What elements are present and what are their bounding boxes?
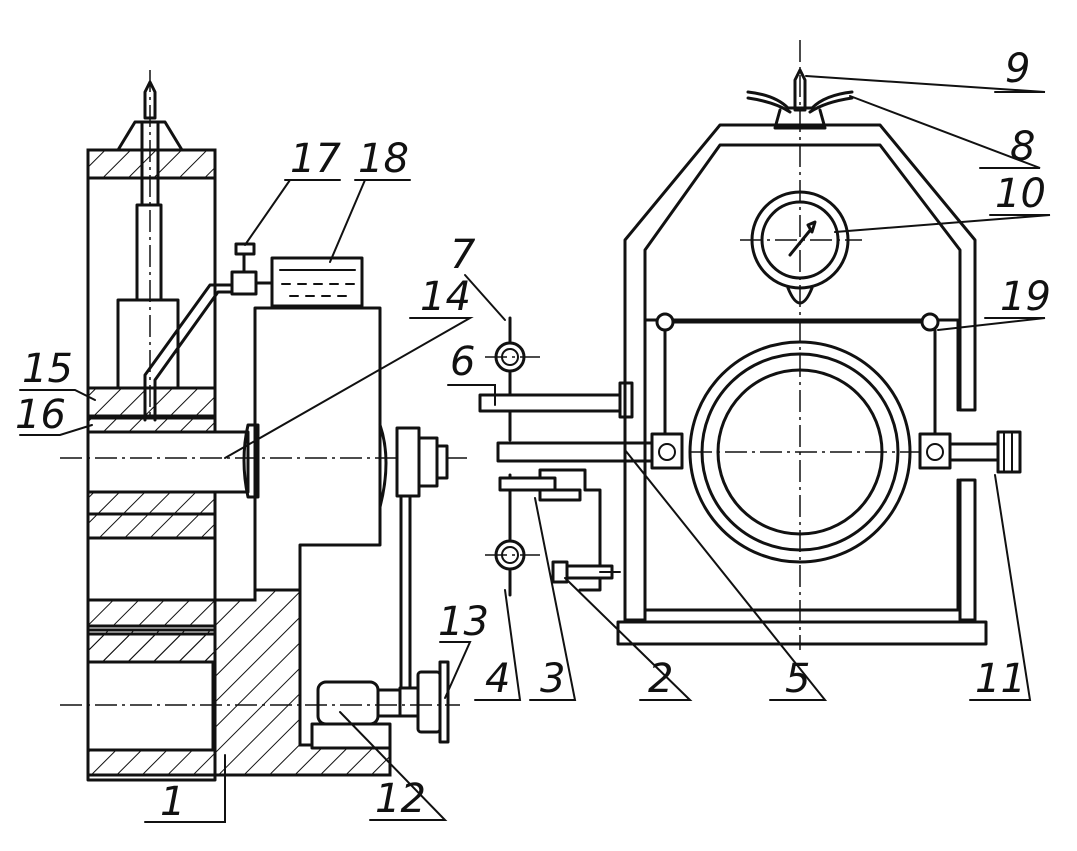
- top-cap: [86, 148, 217, 180]
- top-spindle: [143, 80, 157, 120]
- label-19: 19: [1000, 274, 1051, 320]
- label-17: 17: [290, 136, 341, 182]
- upper-pulley: [395, 426, 421, 498]
- part-labels: 1 2 3 4 5 6 7 8 9 10 11 12 13 14 15 16 1…: [15, 46, 1051, 825]
- label-7: 7: [450, 232, 476, 278]
- label-3: 3: [540, 656, 565, 702]
- bottom-cavity: [86, 660, 215, 752]
- headstock-body: [253, 306, 382, 592]
- label-11: 11: [975, 656, 1026, 702]
- indicator-assembly: [478, 316, 660, 597]
- ring-lower-2: [86, 512, 217, 540]
- oil-system: [143, 242, 364, 422]
- label-13: 13: [438, 599, 489, 645]
- oil-tank-18: [270, 256, 364, 308]
- ring-lower-1: [86, 490, 217, 516]
- label-12: 12: [375, 776, 426, 822]
- piston-rod: [135, 203, 163, 302]
- ring-15: [86, 386, 217, 418]
- motor-12: [316, 680, 380, 726]
- arm-6: [478, 393, 622, 413]
- left-housing: [86, 70, 392, 782]
- valve-17: [230, 270, 258, 296]
- label-14: 14: [420, 274, 471, 320]
- lever-5: [496, 441, 660, 463]
- pivot-left: [650, 432, 684, 470]
- label-10: 10: [995, 171, 1046, 217]
- label-5: 5: [785, 656, 810, 702]
- ring-lower-4: [86, 632, 217, 664]
- shaft-flange: [242, 423, 260, 499]
- main-shaft: [86, 430, 250, 494]
- label-18: 18: [358, 136, 409, 182]
- shaft-11: [948, 442, 1000, 462]
- screw-9: [793, 68, 807, 112]
- nut-11: [996, 430, 1022, 474]
- handle-8: [746, 90, 854, 110]
- frame-base: [616, 620, 988, 646]
- pivot-right: [918, 432, 952, 470]
- label-2: 2: [648, 656, 673, 702]
- ring-lower-3: [86, 598, 217, 628]
- right-frame: [616, 40, 1022, 650]
- dial-gauge-10: [750, 190, 850, 290]
- oil-pipe: [143, 283, 234, 422]
- top-bracket: [116, 120, 184, 152]
- headstock: [60, 306, 470, 750]
- gable-frame: [623, 123, 977, 622]
- block-3: [498, 476, 557, 492]
- motor-base: [310, 722, 392, 750]
- lower-pulley-13: [398, 686, 420, 718]
- label-9: 9: [1005, 46, 1030, 92]
- label-8: 8: [1010, 124, 1035, 170]
- leader-lines: [19, 75, 1051, 823]
- label-1: 1: [160, 779, 185, 825]
- label-4: 4: [485, 656, 510, 702]
- label-6: 6: [450, 339, 475, 385]
- label-16: 16: [15, 392, 66, 438]
- label-15: 15: [22, 346, 73, 392]
